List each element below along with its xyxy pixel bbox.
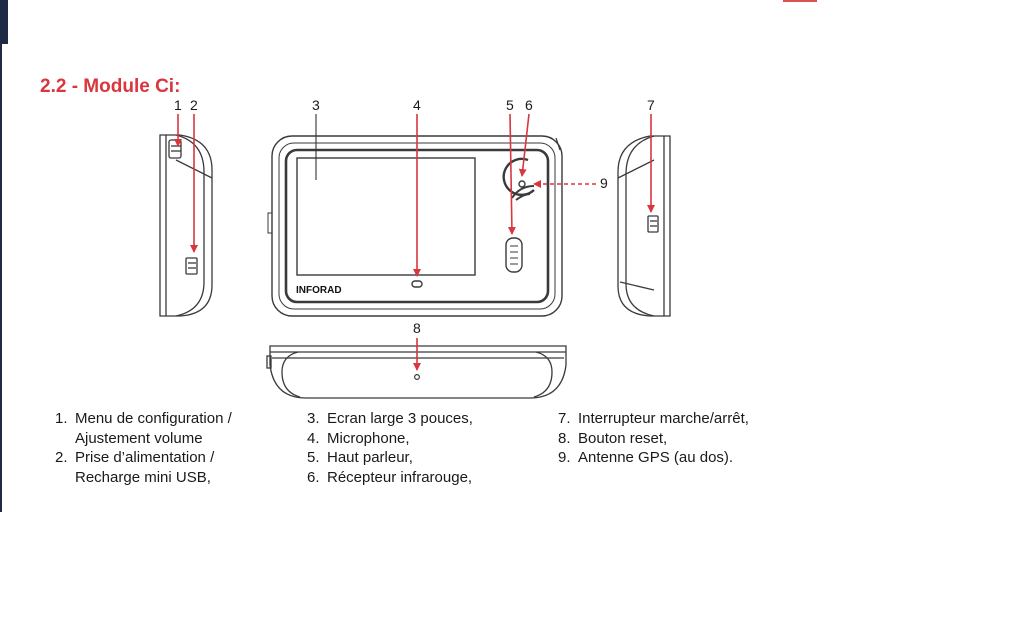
microphone-hole	[411, 280, 423, 288]
legend-text-continued: Recharge mini USB,	[75, 468, 211, 486]
left-side-view	[159, 134, 213, 317]
callout-7: 7	[647, 97, 655, 113]
right-side-view	[617, 135, 671, 317]
legend-number: 5.	[307, 449, 320, 466]
legend-item: 6. Récepteur infrarouge,	[307, 468, 473, 488]
bottom-view	[266, 345, 567, 399]
legend-text: Haut parleur,	[327, 449, 413, 466]
legend-number: 1.	[55, 410, 68, 427]
legend-item: 3. Ecran large 3 pouces,	[307, 409, 473, 429]
legend-text-continued: Ajustement volume	[75, 429, 203, 447]
legend-number: 3.	[307, 410, 320, 427]
legend-text: Menu de configuration /	[75, 410, 232, 427]
legend-text: Prise d’alimentation /	[75, 449, 215, 466]
brand-logo: INFORAD	[296, 285, 342, 296]
legend-number: 9.	[558, 449, 571, 466]
reset-button-hole	[414, 374, 421, 381]
device-swoosh-mark	[511, 185, 535, 201]
section-title: 2.2 - Module Ci:	[40, 76, 181, 97]
front-view: INFORAD	[267, 135, 563, 317]
callout-6: 6	[525, 97, 533, 113]
legend-item: 1. Menu de configuration / Ajustement vo…	[55, 409, 232, 448]
callout-8: 8	[413, 320, 421, 336]
legend-text: Ecran large 3 pouces,	[327, 410, 473, 427]
legend-number: 8.	[558, 429, 571, 447]
speaker-grille	[505, 237, 523, 273]
callout-9: 9	[600, 175, 608, 191]
legend-item: 5. Haut parleur,	[307, 448, 473, 468]
legend-number: 6.	[307, 468, 320, 486]
legend-column-2: 3. Ecran large 3 pouces, 4. Microphone, 5.…	[307, 409, 473, 487]
legend-item: 2. Prise d’alimentation / Recharge mini …	[55, 448, 232, 487]
callout-2: 2	[190, 97, 198, 113]
legend-number: 2.	[55, 449, 68, 466]
leader-6	[518, 113, 530, 177]
legend-column-1: 1. Menu de configuration / Ajustement vo…	[55, 409, 232, 487]
legend-text: Bouton reset,	[578, 429, 668, 447]
legend-text: Microphone,	[327, 429, 410, 447]
callout-3: 3	[312, 97, 320, 113]
legend-item: 9. Antenne GPS (au dos).	[558, 448, 749, 468]
legend-number: 7.	[558, 410, 571, 427]
window-corner-tab	[0, 0, 8, 44]
legend-item: 8. Bouton reset,	[558, 429, 749, 449]
legend-item: 4. Microphone,	[307, 429, 473, 449]
legend-text: Antenne GPS (au dos).	[578, 449, 734, 466]
callout-1: 1	[174, 97, 182, 113]
legend-item: 7. Interrupteur marche/arrêt,	[558, 409, 749, 429]
callout-5: 5	[506, 97, 514, 113]
legend-column-3: 7. Interrupteur marche/arrêt, 8. Bouton re…	[558, 409, 749, 468]
top-toolbar-marker	[783, 0, 817, 2]
leader-5	[507, 113, 516, 235]
legend-text: Interrupteur marche/arrêt,	[578, 410, 749, 427]
legend-text: Récepteur infrarouge,	[327, 468, 473, 486]
callout-leaders	[174, 113, 655, 371]
window-left-edge	[0, 0, 2, 512]
callout-4: 4	[413, 97, 421, 113]
legend-number: 4.	[307, 429, 320, 447]
infrared-receiver-dot	[518, 180, 526, 188]
callout-labels: 1 2 3 4 5 6 7 8 9	[174, 97, 655, 336]
